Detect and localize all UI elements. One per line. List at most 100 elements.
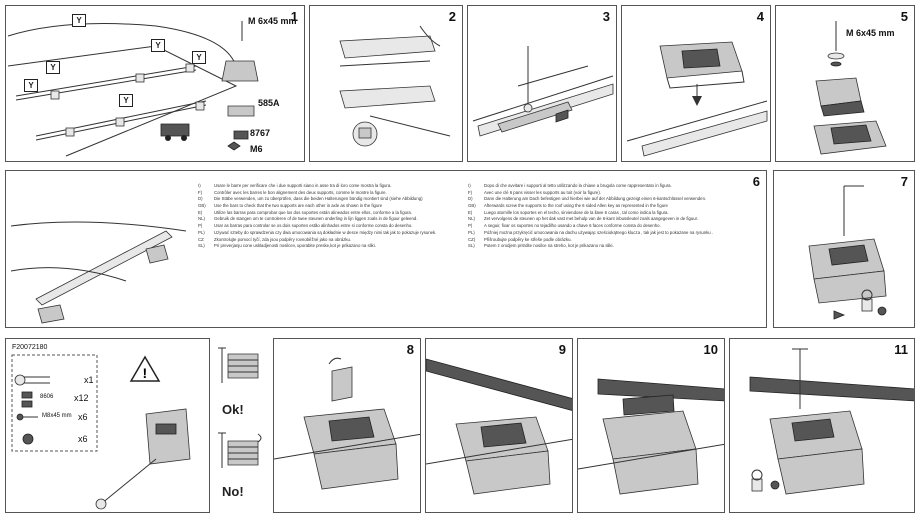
- bolt-label: M8x45 mm: [42, 413, 72, 419]
- lang-code: PL): [468, 229, 475, 235]
- kit-contents-illustration: !: [11, 354, 191, 510]
- no-label: No!: [222, 484, 244, 499]
- step-1-panel: Y Y Y Y Y Y M 6x45 mm 1 585A 8767 M6: [5, 5, 305, 162]
- lang-code: PL): [198, 229, 205, 235]
- foot-placement-illustration: [626, 41, 768, 157]
- step-number: 1: [290, 9, 298, 24]
- instruction-text: Luego atornille los soportes en el techo…: [484, 209, 669, 215]
- ok-no-panel: Ok! No!: [214, 338, 269, 513]
- instruction-text: Usare le barre per verificare che i due …: [214, 183, 392, 188]
- part-8606: 8606: [40, 394, 54, 400]
- kit-contents-panel: F20072180 ! x1 8606 x12 M8x45 mm x6 x6: [5, 338, 210, 513]
- lang-code: F): [468, 189, 473, 195]
- final-tighten-illustration: [749, 348, 914, 495]
- lang-code: CZ: [198, 236, 204, 242]
- step-number: 7: [900, 174, 908, 189]
- instruction-text: Zet vervolgens de steunen op het dak vas…: [484, 216, 699, 222]
- bolt-label: M 6x45 mm: [248, 16, 297, 26]
- step-2-panel: 2: [309, 5, 463, 162]
- lang-code: CZ): [468, 236, 476, 242]
- instruction-text: Używać szteby do sprawdzenia czy dwa umo…: [214, 229, 437, 235]
- ok-label: Ok!: [222, 402, 244, 417]
- lang-code: NL): [468, 216, 475, 222]
- lang-code: D): [468, 196, 473, 202]
- bar-placement-illustration: [426, 358, 572, 495]
- instruction-text: Gebruik de stangen om te controleren of …: [214, 216, 418, 222]
- y-badge: Y: [192, 51, 206, 64]
- instruction-text: Contrôler avec les barres le bon alignem…: [214, 189, 387, 195]
- instruction-text: Dopo di che avvitare i supporti al tetto…: [484, 183, 672, 188]
- step-number: 8: [406, 342, 414, 357]
- step-11-panel: 11: [729, 338, 915, 513]
- qty-x6-nuts: x6: [78, 434, 88, 444]
- step-number: 5: [900, 9, 908, 24]
- instruction-text: Później można przykręcić umocowania na d…: [484, 229, 714, 235]
- step-6-panel: I) Usare le barre per verificare che i du…: [5, 170, 767, 328]
- step-number: 11: [894, 342, 908, 357]
- svg-text:!: !: [143, 365, 148, 381]
- step-number: 3: [602, 9, 610, 24]
- lang-code: F): [198, 189, 203, 195]
- step-3-panel: 3: [467, 5, 617, 162]
- step-8-panel: 8: [273, 338, 421, 513]
- instruction-text: Usar as barras para controlar se os dois…: [214, 223, 413, 229]
- kit-code: F20072180: [12, 344, 48, 351]
- bolt-insert-illustration: [813, 21, 887, 155]
- instruction-text: Use the bars to check that the two suppo…: [214, 203, 383, 209]
- bolt-label: M 6x45 mm: [846, 28, 895, 38]
- step-number: 2: [448, 9, 456, 24]
- step-9-panel: 9: [425, 338, 573, 513]
- qty-x6-bolts: x6: [78, 412, 88, 422]
- lang-code: GB): [468, 203, 476, 209]
- instruction-text: Afterwards screw the supports to the roo…: [484, 203, 668, 209]
- step-7-panel: 7: [773, 170, 915, 328]
- qty-x1: x1: [84, 375, 94, 385]
- instructions-col-2: I) Dopo di che avvitare i supporti al tet…: [468, 183, 730, 250]
- clip-slide-illustration: [472, 46, 614, 137]
- step-number: 9: [558, 342, 566, 357]
- step-5-panel: M 6x45 mm 5: [775, 5, 915, 162]
- allen-key-tighten-illustration: [808, 185, 887, 320]
- lang-code: GB): [198, 203, 206, 209]
- instruction-text: A seguir, fixar os suportes no tejadilho…: [484, 223, 661, 229]
- lang-code: E): [198, 209, 203, 215]
- bar-on-foot-illustration: [578, 378, 724, 495]
- y-badge: Y: [151, 39, 165, 52]
- step-4-panel: 4: [621, 5, 771, 162]
- instructions-col-1: I) Usare le barre per verificare che i du…: [198, 183, 458, 250]
- y-badge: Y: [24, 79, 38, 92]
- instruction-text: Přišroubujte podpěry ke střeše podle obr…: [484, 236, 572, 242]
- y-badge: Y: [119, 94, 133, 107]
- roof-illustration: [7, 21, 259, 157]
- clip-assembly-illustration: [339, 25, 451, 147]
- lang-code: SL): [198, 243, 205, 249]
- part-label-8767: 8767: [250, 128, 271, 138]
- y-badge: Y: [46, 61, 60, 74]
- instruction-text: Zkontrolujte pomocí tyčí, zda jsou podpě…: [214, 236, 352, 242]
- clip-into-foot-illustration: [274, 357, 420, 490]
- bar-alignment-illustration: [10, 221, 187, 324]
- lang-code: NL): [198, 216, 205, 222]
- lang-code: D): [198, 196, 203, 202]
- y-badge: Y: [72, 14, 86, 27]
- instruction-text: Utilize las barras para comprobar que lo…: [214, 209, 413, 215]
- instruction-text: Putem z orodjem pritrdite nosilce na str…: [484, 243, 614, 249]
- step-10-panel: 10: [577, 338, 725, 513]
- part-label-585a: 585A: [258, 98, 280, 108]
- lang-code: I): [468, 183, 471, 188]
- lang-code: P): [198, 223, 203, 229]
- step-number: 4: [756, 9, 764, 24]
- correct-bolt-illustration: [218, 347, 262, 468]
- instruction-text: Die Stäbe verwenden, um zu überprüfen, d…: [214, 196, 423, 202]
- lang-code: SL): [468, 243, 475, 249]
- instruction-text: Pri preverjanju cone uskladjenosti nosil…: [214, 243, 376, 249]
- qty-x12: x12: [74, 393, 89, 403]
- part-label-m6: M6: [250, 144, 263, 154]
- lang-code: I): [198, 183, 201, 188]
- step-number: 10: [703, 342, 718, 357]
- instruction-text: Dann die Halterung am Dach befestigen un…: [484, 196, 707, 202]
- lang-code: P): [468, 223, 473, 229]
- instruction-text: Avec une clé 6 pans visser les supports …: [484, 189, 601, 195]
- lang-code: E): [468, 209, 473, 215]
- step-number: 6: [752, 174, 760, 189]
